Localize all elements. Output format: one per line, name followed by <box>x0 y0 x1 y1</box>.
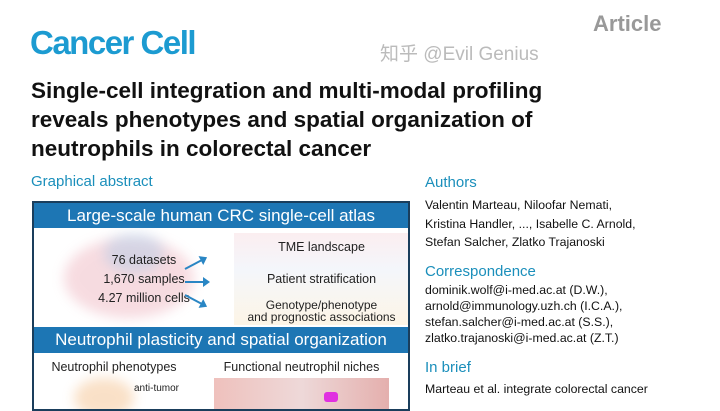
paper-title: Single-cell integration and multi-modal … <box>31 76 542 163</box>
title-line: neutrophils in colorectal cancer <box>31 136 372 161</box>
graphical-abstract-heading: Graphical abstract <box>31 173 153 190</box>
umap-blob <box>64 238 194 318</box>
arrow-icon <box>185 277 210 287</box>
authors-list: Valentin Marteau, Niloofar Nemati, Krist… <box>425 196 715 252</box>
journal-logo: Cancer Cell <box>30 24 197 61</box>
stat-samples: 1,670 samples <box>103 272 185 286</box>
stat-datasets: 76 datasets <box>111 253 177 267</box>
sidebar-info: Authors Valentin Marteau, Niloofar Nemat… <box>425 173 715 398</box>
output-line: Genotype/phenotype <box>265 298 378 312</box>
stat-cells: 4.27 million cells <box>98 291 190 305</box>
anti-tumor-label: anti-tumor <box>134 383 180 394</box>
in-brief-heading: In brief <box>425 358 471 376</box>
umap-blob <box>104 233 164 273</box>
correspondence-list: dominik.wolf@i-med.ac.at (D.W.), arnold@… <box>425 282 715 346</box>
email-link[interactable]: dominik.wolf@i-med.ac.at (D.W.), <box>425 282 608 297</box>
article-type-label: Article <box>593 11 662 36</box>
panel-right-title: Functional neutrophil niches <box>223 360 380 374</box>
title-line: reveals phenotypes and spatial organizat… <box>31 107 533 132</box>
email-link[interactable]: zlatko.trajanoski@i-med.ac.at (Z.T.) <box>425 330 619 345</box>
panel-left-title: Neutrophil phenotypes <box>51 360 177 374</box>
author-line: Kristina Handler, ..., Isabelle C. Arnol… <box>425 216 636 231</box>
neutrophil-band: Neutrophil plasticity and spatial organi… <box>34 327 408 353</box>
author-line: Valentin Marteau, Niloofar Nemati, <box>425 198 613 212</box>
graphical-abstract-figure: Large-scale human CRC single-cell atlas … <box>32 201 410 411</box>
output-associations: Genotype/phenotype and prognostic associ… <box>234 298 408 324</box>
correspondence-heading: Correspondence <box>425 262 536 280</box>
authors-heading: Authors <box>425 174 477 191</box>
email-link[interactable]: arnold@immunology.uzh.ch (I.C.A.), <box>425 298 623 313</box>
output-stratification: Patient stratification <box>266 272 377 286</box>
author-line: Stefan Salcher, Zlatko Trajanoski <box>425 235 605 249</box>
title-line: Single-cell integration and multi-modal … <box>31 78 543 103</box>
atlas-band: Large-scale human CRC single-cell atlas <box>34 203 408 228</box>
output-line: and prognostic associations <box>247 310 396 324</box>
niche-marker <box>324 392 338 402</box>
watermark: 知乎 @Evil Genius <box>380 44 539 65</box>
output-tme: TME landscape <box>278 240 365 254</box>
email-link[interactable]: stefan.salcher@i-med.ac.at (S.S.), <box>425 314 614 329</box>
phenotype-cluster <box>74 378 134 409</box>
in-brief-text: Marteau et al. integrate colorectal canc… <box>425 381 648 396</box>
output-panel <box>234 233 408 325</box>
niche-image <box>214 378 389 409</box>
atlas-stats: 76 datasets 1,670 samples 4.27 million c… <box>74 251 214 308</box>
